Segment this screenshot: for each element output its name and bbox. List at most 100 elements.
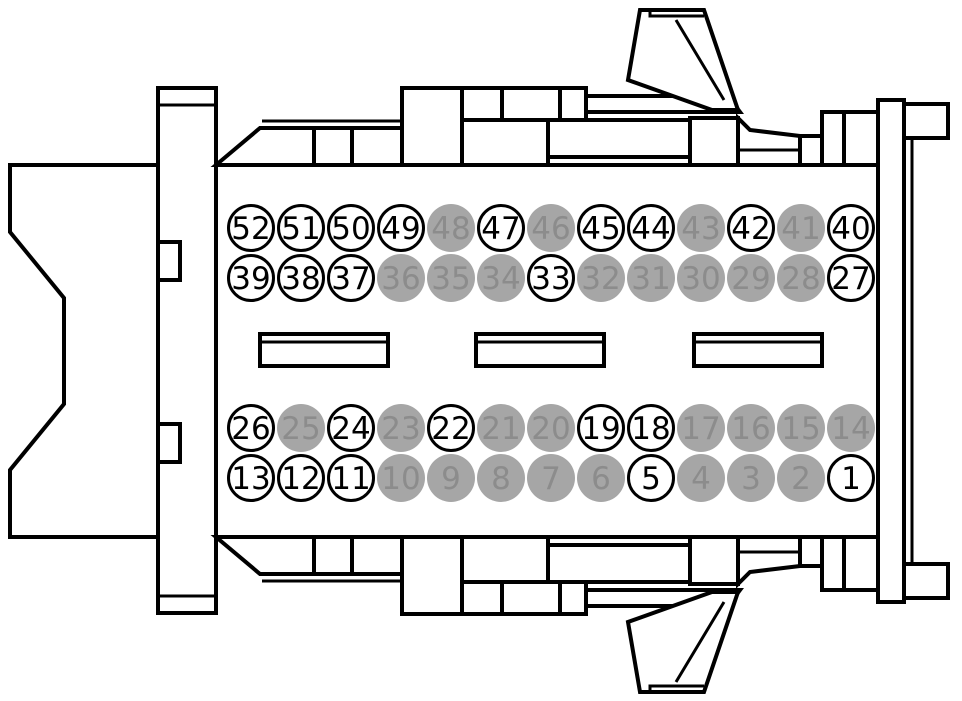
pin-circle xyxy=(327,254,375,302)
pin-number: 50 xyxy=(331,211,370,247)
pin-number: 48 xyxy=(431,211,470,247)
pin-number: 19 xyxy=(581,411,620,447)
pin-circle xyxy=(677,204,725,252)
pin-number: 43 xyxy=(681,211,720,247)
pin-21: 21 xyxy=(477,404,525,452)
pin-26: 26 xyxy=(227,404,275,452)
pin-circle xyxy=(527,204,575,252)
pin-41: 41 xyxy=(777,204,825,252)
pin-7: 7 xyxy=(527,454,575,502)
pin-circle xyxy=(377,254,425,302)
pin-number: 29 xyxy=(731,261,770,297)
pin-number: 12 xyxy=(281,461,320,497)
pin-number: 34 xyxy=(481,261,520,297)
pin-number: 45 xyxy=(581,211,620,247)
left-flange xyxy=(156,86,218,615)
pin-30: 30 xyxy=(677,254,725,302)
pin-number: 33 xyxy=(531,261,570,297)
pin-11: 11 xyxy=(327,454,375,502)
pin-number: 15 xyxy=(781,411,820,447)
pin-27: 27 xyxy=(827,254,875,302)
pin-number: 25 xyxy=(281,411,320,447)
pin-9: 9 xyxy=(427,454,475,502)
pin-circle xyxy=(827,454,875,502)
pin-17: 17 xyxy=(677,404,725,452)
pin-circle xyxy=(377,204,425,252)
pin-circle xyxy=(477,254,525,302)
pin-31: 31 xyxy=(627,254,675,302)
pin-circle xyxy=(627,254,675,302)
pin-circle xyxy=(527,454,575,502)
pin-49: 49 xyxy=(377,204,425,252)
pin-circle xyxy=(227,454,275,502)
pin-50: 50 xyxy=(327,204,375,252)
pin-25: 25 xyxy=(277,404,325,452)
pin-circle xyxy=(777,404,825,452)
pin-34: 34 xyxy=(477,254,525,302)
flange-notch-top xyxy=(156,240,182,282)
pin-number: 46 xyxy=(531,211,570,247)
pin-circle xyxy=(677,454,725,502)
pin-circle xyxy=(227,254,275,302)
pin-number: 4 xyxy=(691,461,711,497)
pin-number: 28 xyxy=(781,261,820,297)
left-plug-housing xyxy=(8,163,160,539)
pin-number: 23 xyxy=(381,411,420,447)
pin-12: 12 xyxy=(277,454,325,502)
pin-circle xyxy=(277,204,325,252)
pin-46: 46 xyxy=(527,204,575,252)
pin-20: 20 xyxy=(527,404,575,452)
pin-circle xyxy=(727,204,775,252)
pin-35: 35 xyxy=(427,254,475,302)
pin-circle xyxy=(227,404,275,452)
pin-circle xyxy=(227,204,275,252)
pin-circle xyxy=(777,204,825,252)
pin-number: 3 xyxy=(741,461,761,497)
pin-48: 48 xyxy=(427,204,475,252)
pin-circle xyxy=(527,404,575,452)
pin-number: 49 xyxy=(381,211,420,247)
pin-circle xyxy=(827,254,875,302)
pin-number: 7 xyxy=(541,461,561,497)
pin-number: 32 xyxy=(581,261,620,297)
pin-37: 37 xyxy=(327,254,375,302)
pin-circle xyxy=(577,254,625,302)
pin-number: 2 xyxy=(791,461,811,497)
pin-number: 42 xyxy=(731,211,770,247)
pin-number: 30 xyxy=(681,261,720,297)
pin-40: 40 xyxy=(827,204,875,252)
pin-number: 51 xyxy=(281,211,320,247)
pin-number: 13 xyxy=(231,461,270,497)
pin-circle xyxy=(427,404,475,452)
pin-circle xyxy=(577,404,625,452)
pin-number: 20 xyxy=(531,411,570,447)
pin-1: 1 xyxy=(827,454,875,502)
pin-18: 18 xyxy=(627,404,675,452)
pin-circle xyxy=(477,454,525,502)
pin-number: 11 xyxy=(331,461,370,497)
pin-6: 6 xyxy=(577,454,625,502)
pin-28: 28 xyxy=(777,254,825,302)
pin-number: 35 xyxy=(431,261,470,297)
pin-8: 8 xyxy=(477,454,525,502)
pin-36: 36 xyxy=(377,254,425,302)
pin-16: 16 xyxy=(727,404,775,452)
pin-2: 2 xyxy=(777,454,825,502)
right-end-cap xyxy=(842,98,950,604)
pin-number: 52 xyxy=(231,211,270,247)
pin-number: 6 xyxy=(591,461,611,497)
pin-number: 1 xyxy=(841,461,861,497)
pin-number: 37 xyxy=(331,261,370,297)
pin-number: 24 xyxy=(331,411,370,447)
pin-circle xyxy=(327,204,375,252)
pin-3: 3 xyxy=(727,454,775,502)
keying-slot-left xyxy=(258,332,390,368)
pin-51: 51 xyxy=(277,204,325,252)
pin-number: 17 xyxy=(681,411,720,447)
pin-number: 10 xyxy=(381,461,420,497)
pin-circle xyxy=(427,204,475,252)
pin-circle xyxy=(777,254,825,302)
pin-42: 42 xyxy=(727,204,775,252)
